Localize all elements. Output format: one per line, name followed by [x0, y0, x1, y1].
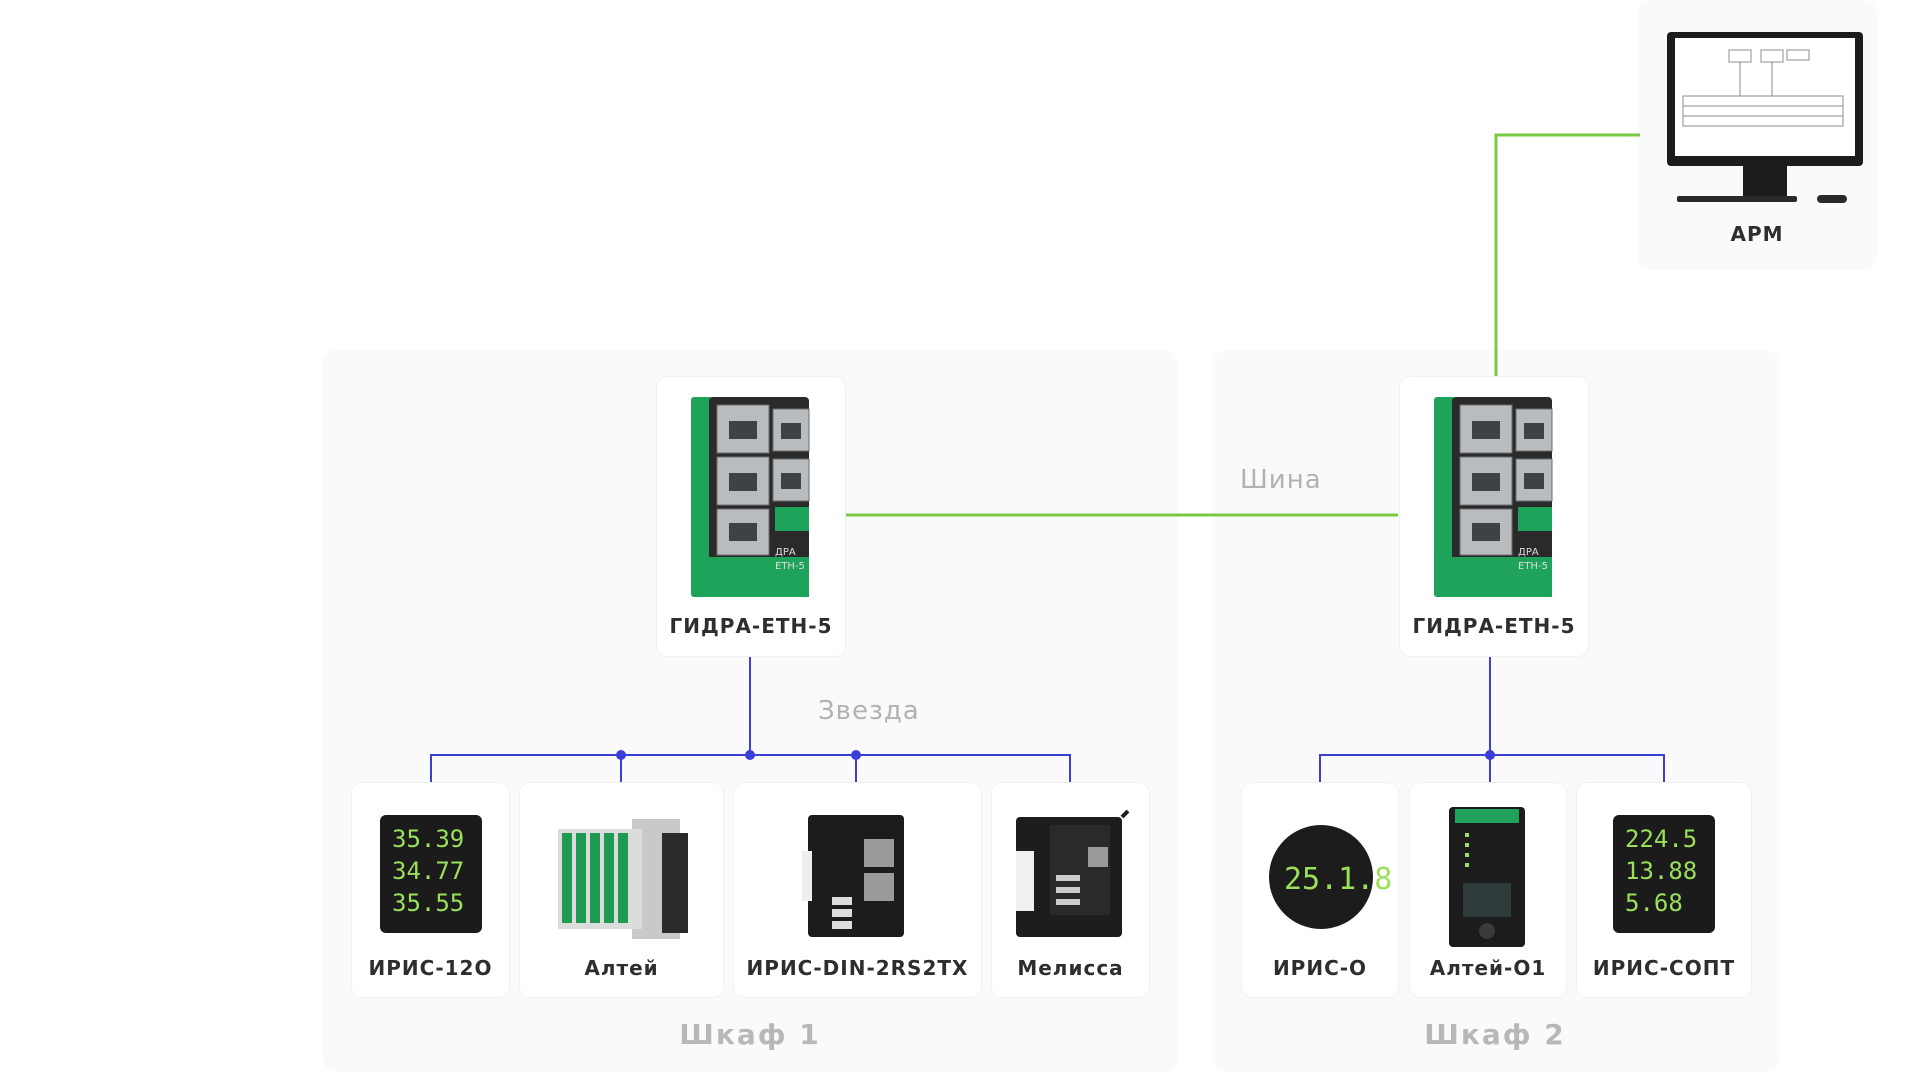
- iris-din-icon: [802, 815, 904, 937]
- iris-120-reading-3: 35.55: [392, 889, 464, 917]
- bus-lines: [846, 133, 1640, 517]
- gateway-1-card[interactable]: ДРА ETH-5 ГИДРА-ЕТН-5: [657, 377, 845, 656]
- device-melissa-label: Мелисса: [1017, 956, 1124, 980]
- iris-sopt-reading-2: 13.88: [1625, 857, 1697, 885]
- iris-sopt-reading-1: 224.5: [1625, 825, 1697, 853]
- bus-line-workstation: [1494, 133, 1640, 376]
- star-label: Звезда: [818, 696, 920, 726]
- svg-text:ETH-5: ETH-5: [1518, 561, 1548, 572]
- device-iris-sopt-label: ИРИС-СОПТ: [1592, 956, 1736, 980]
- svg-text:ДРА: ДРА: [1518, 547, 1539, 558]
- gateway-device-icon: ДРА ETH-5: [691, 397, 810, 597]
- device-iris-o-card[interactable]: 25.1.8 ИРИС-О: [1242, 783, 1398, 997]
- cabinet-2-label: Шкаф 2: [1424, 1018, 1566, 1051]
- iris-120-reading-1: 35.39: [392, 825, 464, 853]
- star-lines-cabinet-1: [430, 657, 1071, 784]
- svg-text:ДРА: ДРА: [775, 547, 796, 558]
- device-altei-o1-label: Алтей-О1: [1429, 956, 1547, 980]
- iris-120-icon: 35.39 34.77 35.55: [380, 815, 482, 933]
- bus-label: Шина: [1240, 465, 1322, 495]
- device-altei-o1-card[interactable]: Алтей-О1: [1410, 783, 1566, 997]
- gateway-1-label: ГИДРА-ЕТН-5: [669, 614, 833, 638]
- iris-sopt-icon: 224.5 13.88 5.68: [1613, 815, 1715, 933]
- workstation-label: АРМ: [1730, 222, 1784, 246]
- device-iris-o-label: ИРИС-О: [1272, 956, 1368, 980]
- iris-o-icon: 25.1.8: [1269, 825, 1392, 929]
- star-nodes: [616, 750, 1495, 760]
- altei-o1-icon: [1449, 807, 1525, 947]
- cabinet-1-label: Шкаф 1: [679, 1018, 821, 1051]
- device-altei-label: Алтей: [584, 956, 659, 980]
- monitor-icon: [1667, 32, 1863, 203]
- iris-o-reading: 25.1.8: [1284, 862, 1392, 897]
- workstation[interactable]: АРМ: [1637, 0, 1877, 270]
- device-iris-din-card[interactable]: ИРИС-DIN-2RS2TX: [734, 783, 981, 997]
- iris-sopt-reading-3: 5.68: [1625, 889, 1683, 917]
- altei-module-icon: [558, 819, 688, 939]
- gateway-2-card[interactable]: ДРА ETH-5 ГИДРА-ЕТН-5: [1400, 377, 1588, 656]
- device-altei-card[interactable]: Алтей: [520, 783, 723, 997]
- melissa-icon: [1016, 809, 1130, 937]
- star-lines-cabinet-2: [1319, 657, 1665, 784]
- device-iris-din-label: ИРИС-DIN-2RS2TX: [746, 956, 969, 980]
- svg-text:ETH-5: ETH-5: [775, 561, 805, 572]
- device-melissa-card[interactable]: Мелисса: [992, 783, 1149, 997]
- device-iris-120-card[interactable]: 35.39 34.77 35.55 ИРИС-12О: [352, 783, 509, 997]
- device-iris-120-label: ИРИС-12О: [368, 956, 493, 980]
- gateway-device-icon: ДРА ETH-5: [1434, 397, 1553, 597]
- iris-120-reading-2: 34.77: [392, 857, 464, 885]
- device-iris-sopt-card[interactable]: 224.5 13.88 5.68 ИРИС-СОПТ: [1577, 783, 1751, 997]
- gateway-2-label: ГИДРА-ЕТН-5: [1412, 614, 1576, 638]
